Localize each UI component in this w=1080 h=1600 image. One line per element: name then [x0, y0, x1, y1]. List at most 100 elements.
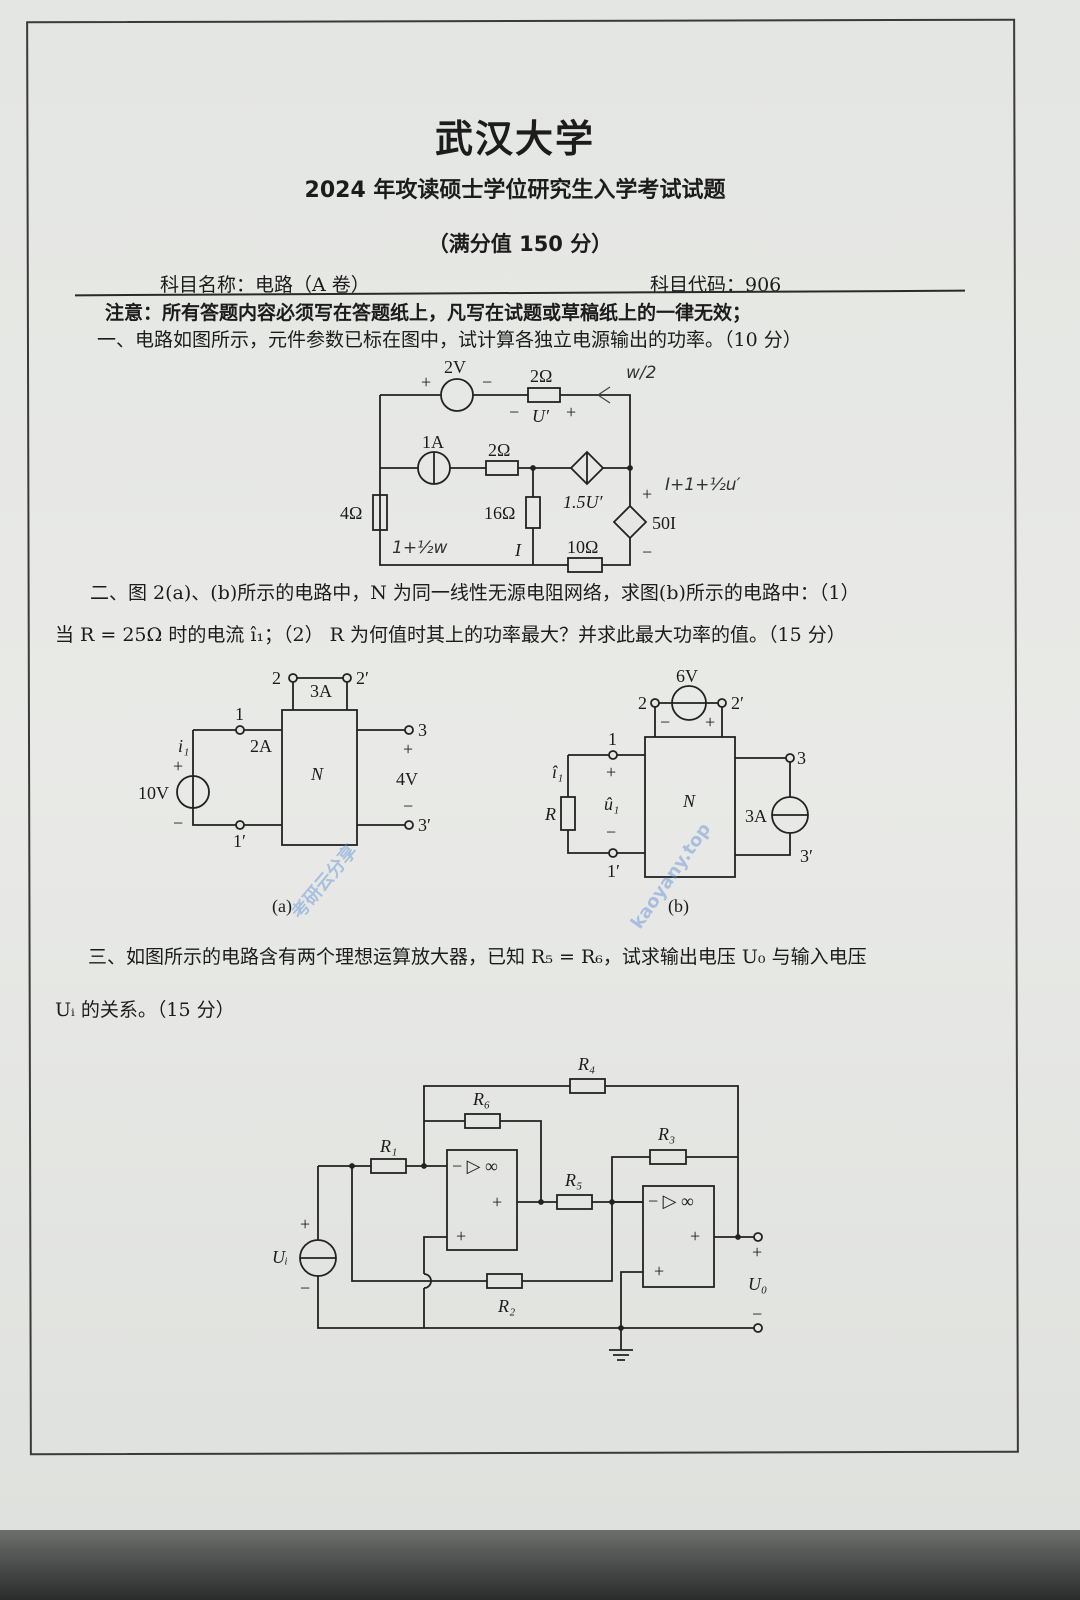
label-minus: − [482, 372, 492, 392]
label-r2: R₂ [497, 1296, 515, 1316]
q2-figure-b: 6V 2 2′ − + 1 î₁ + R û₁ − 1′ N 3 3A 3′ (… [544, 666, 813, 917]
label-3a: 3A [745, 806, 767, 826]
network-n-box [644, 736, 736, 878]
label-6v: 6V [676, 666, 698, 686]
label-2v: 2V [444, 357, 466, 377]
label-plus: + [421, 372, 431, 392]
q2-figure-a: 2 2′ 3A 1 1′ i₁ 2A + 10V − N 3 + 4V − 3′… [138, 668, 431, 917]
label-2a: 2A [250, 736, 272, 756]
label-n: N [310, 764, 324, 784]
exam-title: 2024 年攻读硕士学位研究生入学考试试题 [304, 178, 726, 203]
subject-name: 科目名称：电路（A 卷） [160, 274, 370, 296]
q3-circuit: − ▷ ∞ + + − ▷ ∞ + + R₁ R₂ R₃ R₄ R₅ R₆ + … [272, 1054, 767, 1361]
voltage-source-2v [440, 378, 474, 412]
label-plus: + [403, 739, 413, 759]
label-plus: + [606, 762, 616, 782]
watermark: 考研云分享 kaoyany.top [287, 819, 715, 933]
network-n-box [281, 709, 358, 846]
label-1-5u: 1.5U′ [563, 492, 603, 512]
label-plus: + [654, 1261, 664, 1281]
label-plus: + [705, 712, 715, 732]
label-minus: − [509, 402, 519, 422]
terminal-1p: 1′ [607, 861, 620, 881]
label-current-i: I [514, 540, 522, 560]
desk-shadow [0, 1530, 1080, 1600]
label-u-prime: U′ [532, 406, 550, 426]
label-minus: − [173, 813, 183, 833]
resistor-16ohm [525, 496, 541, 529]
terminal-2: 2 [272, 668, 281, 688]
label-plus: + [300, 1214, 310, 1234]
q3-text-1: 三、如图所示的电路含有两个理想运算放大器，已知 R₅ = R₆，试求输出电压 U… [88, 946, 867, 968]
caption-b: (b) [668, 896, 689, 917]
handwritten-note: 1+½w [392, 538, 448, 558]
label-4v: 4V [396, 769, 418, 789]
dependent-voltage-source [612, 504, 648, 540]
label-r3: R₃ [657, 1124, 675, 1144]
handwritten-note: w/2 [626, 363, 656, 383]
label-10ohm: 10Ω [567, 537, 598, 557]
q2-text-2: 当 R = 25Ω 时的电流 î₁；（2） R 为何值时其上的功率最大？并求此最… [55, 624, 846, 646]
handwritten-note: I+1+½u′ [665, 475, 741, 495]
label-plus: + [752, 1242, 762, 1262]
label-plus: + [566, 402, 576, 422]
label-plus: + [642, 484, 652, 504]
label-plus: + [690, 1226, 700, 1246]
resistor-2ohm-top [527, 387, 561, 403]
terminal-1: 1 [235, 704, 244, 724]
label-r6: R₆ [472, 1089, 490, 1109]
terminal-3: 3 [797, 748, 806, 768]
terminal-2: 2 [638, 693, 647, 713]
caption-a: (a) [272, 896, 292, 917]
university-title: 武汉大学 [434, 117, 595, 161]
label-50i: 50I [652, 513, 676, 533]
label-minus: − [660, 712, 670, 732]
resistor-2ohm-mid [485, 460, 519, 476]
terminal-2p: 2′ [356, 668, 369, 688]
label-2ohm-mid: 2Ω [488, 440, 510, 460]
label-i1-hat: î₁ [552, 762, 563, 782]
label-uo: U₀ [748, 1274, 767, 1294]
label-plus: + [173, 756, 183, 776]
label-10v: 10V [138, 783, 169, 803]
label-plus: + [456, 1226, 466, 1246]
resistor-4ohm [372, 494, 388, 531]
label-4ohm: 4Ω [340, 503, 362, 523]
label-16ohm: 16Ω [484, 503, 515, 523]
label-r4: R₄ [577, 1054, 595, 1074]
label-minus: − [300, 1278, 310, 1298]
label-2ohm-top: 2Ω [530, 366, 552, 386]
terminal-2p: 2′ [731, 693, 744, 713]
terminal-3: 3 [418, 720, 427, 740]
q1-circuit: 2V + − 2Ω − U′ + 1A 2Ω 4Ω 16Ω 1.5U′ + 50… [340, 357, 741, 573]
label-r1: R₁ [379, 1136, 397, 1156]
label-n: N [682, 791, 696, 811]
label-minus: − [403, 796, 413, 816]
terminal-3p: 3′ [800, 846, 813, 866]
label-plus: + [492, 1192, 502, 1212]
opamp-1-symbol: − ▷ ∞ [452, 1156, 498, 1176]
notice: 注意：所有答题内容必须写在答题纸上，凡写在试题或草稿纸上的一律无效； [105, 302, 752, 324]
total-score: （满分值 150 分） [427, 232, 613, 256]
opamp-1 [446, 1149, 518, 1251]
resistor-10ohm [567, 557, 603, 573]
opamp-2-symbol: − ▷ ∞ [648, 1191, 694, 1211]
label-r5: R₅ [564, 1170, 582, 1190]
watermark-cn: 考研云分享 [287, 840, 362, 923]
label-minus: − [606, 822, 616, 842]
label-u1-hat: û₁ [604, 794, 619, 814]
terminal-1: 1 [608, 729, 617, 749]
terminal-1p: 1′ [233, 831, 246, 851]
label-i1: i₁ [178, 736, 189, 756]
q3-text-2: Uᵢ 的关系。（15 分） [55, 999, 235, 1021]
exam-paper [0, 0, 1080, 1530]
label-minus: − [752, 1304, 762, 1324]
terminal-3p: 3′ [418, 815, 431, 835]
q2-text-1: 二、图 2(a)、(b)所示的电路中，N 为同一线性无源电阻网络，求图(b)所示… [90, 582, 860, 604]
label-1a: 1A [422, 432, 444, 452]
label-r: R [544, 804, 556, 824]
label-3a: 3A [310, 681, 332, 701]
label-minus: − [642, 542, 652, 562]
q1-text: 一、电路如图所示，元件参数已标在图中，试计算各独立电源输出的功率。（10 分） [97, 329, 802, 351]
